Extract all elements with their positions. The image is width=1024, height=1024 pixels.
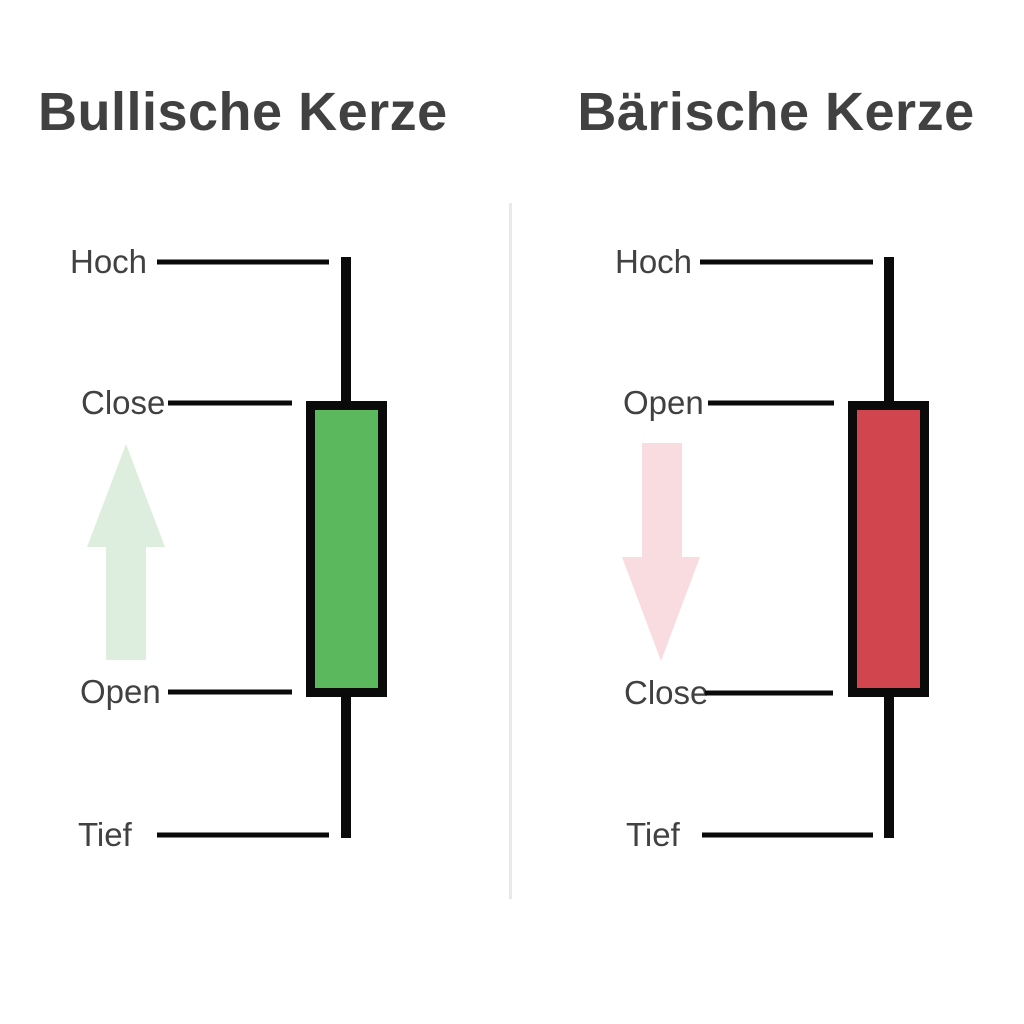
bearish-label-open: Open: [623, 384, 704, 421]
bearish-label-close: Close: [624, 674, 709, 711]
bullish-label-close: Close: [81, 384, 166, 421]
bullish-panel-title: Bullische Kerze: [38, 82, 448, 142]
bearish-down-arrow-icon: [622, 443, 700, 661]
bullish-label-low: Tief: [78, 816, 132, 853]
bearish-label-low: Tief: [626, 816, 680, 853]
bullish-candle-body: [306, 401, 387, 697]
bearish-label-high: Hoch: [615, 243, 693, 280]
bullish-label-open: Open: [80, 673, 161, 710]
bearish-panel-title: Bärische Kerze: [577, 82, 975, 142]
bullish-up-arrow-icon: [87, 444, 165, 660]
bearish-candle-body: [848, 401, 929, 697]
bullish-label-high: Hoch: [70, 243, 148, 280]
